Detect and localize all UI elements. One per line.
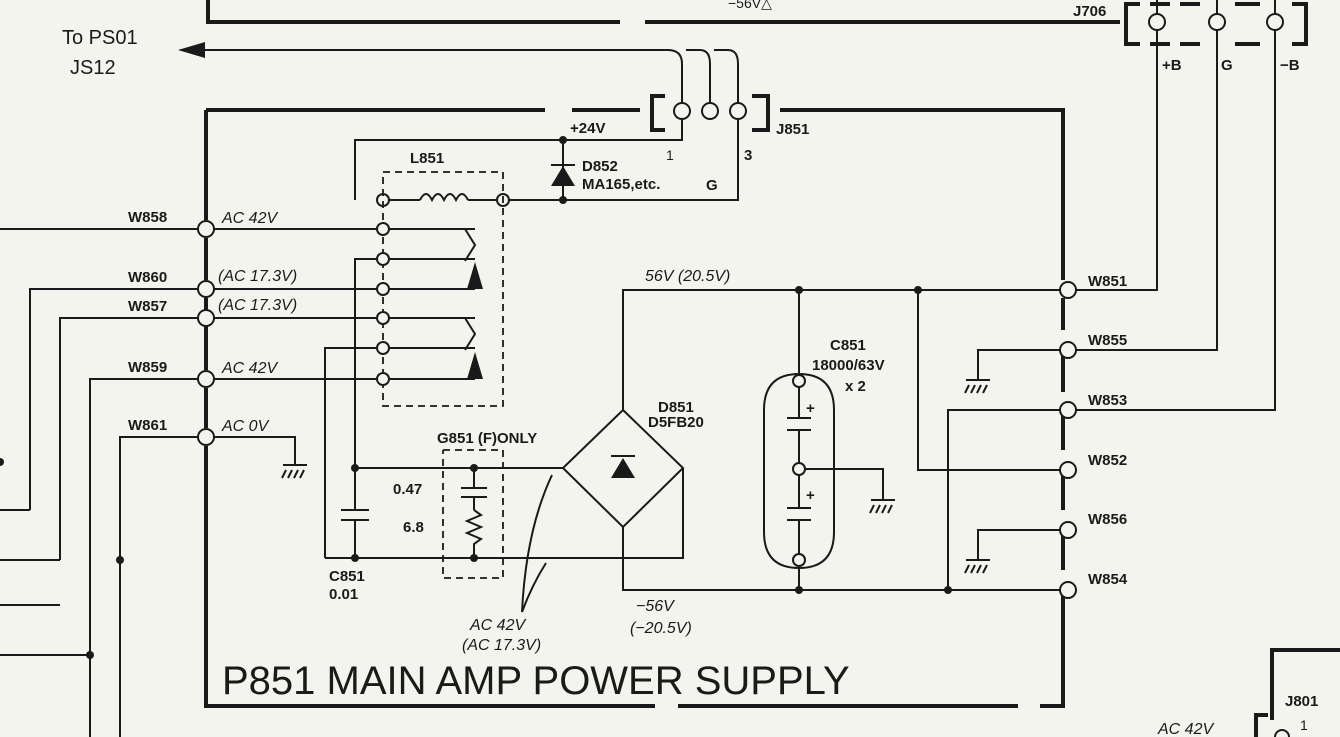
w856-label: W856 <box>1088 511 1127 528</box>
j801-connector: J801 1 AC 42V <box>1157 648 1340 737</box>
plus24v-label: +24V <box>570 120 605 137</box>
v-neg-label-1: −56V <box>636 598 675 615</box>
w859-ac: AC 42V <box>221 360 278 377</box>
g851-label: G851 (F)ONLY <box>437 430 537 447</box>
plus24v-circuit: D852 MA165,etc. L851 <box>354 119 739 407</box>
w861-label: W861 <box>128 417 167 434</box>
board-title: P851 MAIN AMP POWER SUPPLY <box>222 659 850 703</box>
w853-label: W853 <box>1088 392 1127 409</box>
d852-part: MA165,etc. <box>582 176 660 193</box>
w861-ac: AC 0V <box>221 418 270 435</box>
l851-label: L851 <box>410 150 444 167</box>
w858-label: W858 <box>128 209 167 226</box>
top-voltage-label: −56V△ <box>728 0 772 11</box>
j851-pin1: 1 <box>666 147 674 163</box>
j801-label: J801 <box>1285 693 1318 710</box>
d851-bridge: D851 D5FB20 56V (20.5V) −56V (−20.5V) <box>561 268 1060 637</box>
j706-pin-g: G <box>1221 57 1233 74</box>
j706-pin-minus-b: −B <box>1280 57 1300 74</box>
ac-note-1: AC 42V <box>469 617 526 634</box>
w857-label: W857 <box>128 298 167 315</box>
c851-capacitors: + + C851 18000/63V x 2 <box>763 286 895 594</box>
c851-big-value: 18000/63V <box>812 357 885 374</box>
c851-plus-1: + <box>806 400 815 417</box>
ac-note-2: (AC 17.3V) <box>462 637 541 654</box>
w857-ac: (AC 17.3V) <box>218 297 297 314</box>
j706-label: J706 <box>1073 3 1106 20</box>
w860-ac: (AC 17.3V) <box>218 268 297 285</box>
j706-pin-plus-b: +B <box>1162 57 1182 74</box>
g851-cap: 0.47 <box>393 481 422 498</box>
to-ps01-arrow: To PS01 JS12 <box>62 27 739 102</box>
w860-label: W860 <box>128 269 167 286</box>
left-inputs: W858 AC 42V W860 (AC 17.3V) W857 (AC 17.… <box>0 209 390 737</box>
to-ps-label-1: To PS01 <box>62 27 138 49</box>
j851-pin-g: G <box>706 177 718 194</box>
v-neg-label-2: (−20.5V) <box>630 620 692 637</box>
c851-big-name: C851 <box>830 337 866 354</box>
right-terminals: W851 W855 W853 W852 W856 W854 <box>914 30 1276 599</box>
c851-small-value: 0.01 <box>329 586 358 603</box>
d851-label: D851 <box>658 399 694 416</box>
j706-connector: J706 +B G −B <box>1073 0 1308 74</box>
c851-small-name: C851 <box>329 568 365 585</box>
c851-small-and-g851: C851 0.01 G851 (F)ONLY 0.47 6.8 AC 42V (… <box>325 430 684 654</box>
j801-pin: 1 <box>1300 717 1308 733</box>
g851-res: 6.8 <box>403 519 424 536</box>
w851-label: W851 <box>1088 273 1127 290</box>
j851-connector: J851 1 3 G +24V <box>570 94 809 194</box>
c851-big-qty: x 2 <box>845 378 866 395</box>
board-outline: P851 MAIN AMP POWER SUPPLY <box>204 108 1065 708</box>
v-pos-label: 56V (20.5V) <box>645 268 730 285</box>
top-frame: −56V△ <box>206 0 1120 24</box>
w859-label: W859 <box>128 359 167 376</box>
d851-part: D5FB20 <box>648 414 704 431</box>
to-ps-label-2: JS12 <box>70 57 116 79</box>
j851-label: J851 <box>776 121 809 138</box>
c851-plus-2: + <box>806 487 815 504</box>
d852-label: D852 <box>582 158 618 175</box>
w854-label: W854 <box>1088 571 1128 588</box>
w852-label: W852 <box>1088 452 1127 469</box>
j801-ac: AC 42V <box>1157 721 1214 737</box>
w855-label: W855 <box>1088 332 1127 349</box>
switch-contacts <box>324 228 483 558</box>
j851-pin3: 3 <box>744 147 752 164</box>
w858-ac: AC 42V <box>221 210 278 227</box>
